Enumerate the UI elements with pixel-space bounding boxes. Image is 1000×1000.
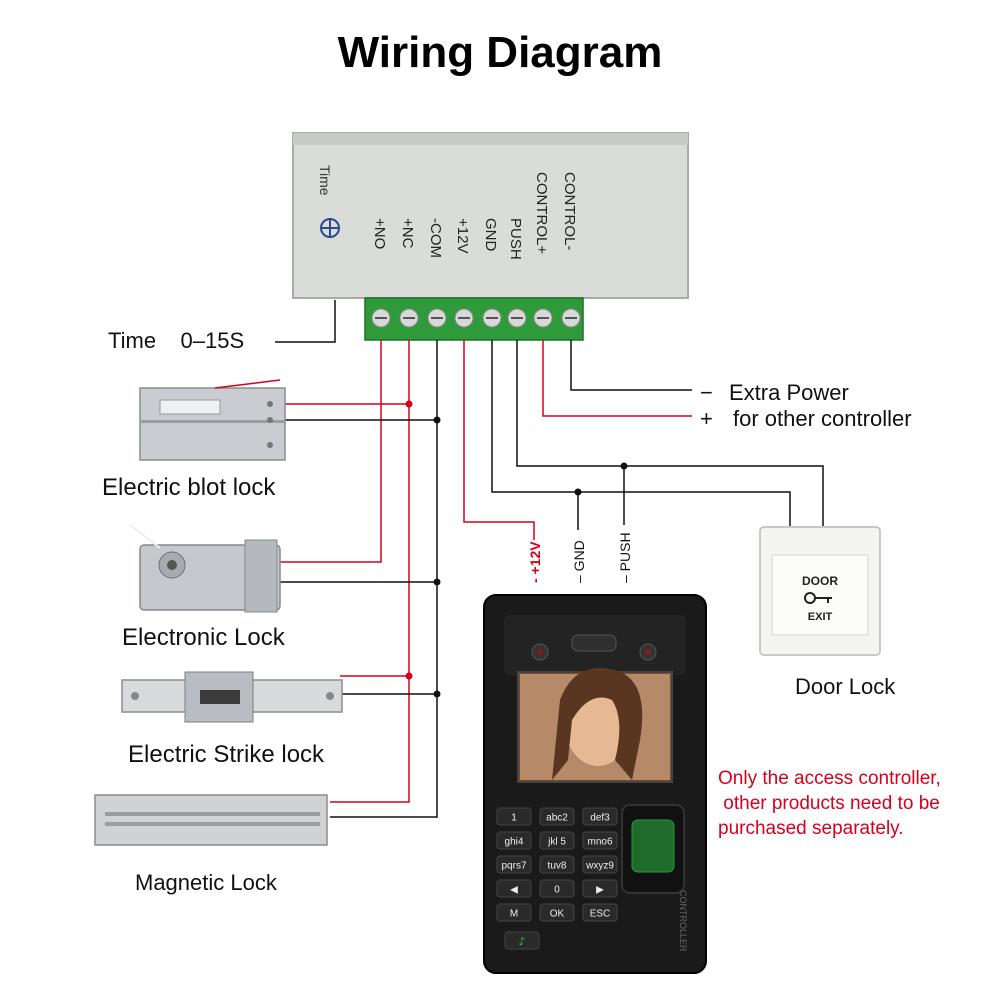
keypad-key[interactable] bbox=[582, 879, 618, 898]
time-knob-label: Time bbox=[317, 165, 333, 196]
keypad-key-label: wxyz9 bbox=[585, 861, 614, 872]
keypad-key-label: mno6 bbox=[587, 837, 612, 848]
terminal-label: GND bbox=[482, 218, 499, 252]
magnetic-lock-label: Magnetic Lock bbox=[135, 870, 277, 895]
keypad-key-label: abc2 bbox=[546, 813, 568, 824]
controller-side-text: CONTROLLER bbox=[678, 890, 688, 952]
terminal-block bbox=[364, 297, 584, 341]
keypad-key-label: pqrs7 bbox=[501, 861, 526, 872]
electric-bolt-lock-image bbox=[139, 379, 286, 461]
electric-strike-lock-image bbox=[121, 671, 343, 723]
exit-button-line2: EXIT bbox=[808, 611, 833, 623]
diagram-title: Wiring Diagram bbox=[337, 28, 663, 77]
keypad-key-label: OK bbox=[550, 909, 565, 920]
keypad-key-label: M bbox=[510, 909, 518, 920]
wires bbox=[280, 340, 824, 818]
terminal-label: +NC bbox=[399, 218, 416, 249]
keypad-key[interactable] bbox=[539, 903, 575, 922]
keypad-key-label: ESC bbox=[590, 909, 611, 920]
keypad-key[interactable] bbox=[582, 807, 618, 826]
wire-label-gnd: – GND bbox=[571, 540, 587, 583]
extra-power-line2: for other controller bbox=[733, 406, 912, 431]
keypad-key-label: def3 bbox=[590, 813, 610, 824]
electronic-lock-label: Electronic Lock bbox=[122, 624, 285, 651]
purchase-note: Only the access controller, other produc… bbox=[718, 768, 941, 839]
keypad-key[interactable] bbox=[496, 879, 532, 898]
doorbell-key[interactable] bbox=[504, 931, 540, 950]
extra-power-plus: + bbox=[700, 406, 713, 431]
terminal-label: +NO bbox=[371, 218, 388, 249]
keypad-key[interactable] bbox=[496, 831, 532, 850]
keypad-key[interactable] bbox=[539, 879, 575, 898]
bell-icon: ♪ bbox=[518, 935, 525, 948]
terminal-label: CONTROL- bbox=[561, 172, 578, 250]
fingerprint-icon bbox=[631, 819, 675, 873]
keypad-key-label: tuv8 bbox=[548, 861, 567, 872]
door-lock-label: Door Lock bbox=[795, 674, 896, 699]
terminal-label: CONTROL+ bbox=[533, 172, 550, 254]
extra-power-minus: − bbox=[700, 380, 713, 405]
keypad-key-label: 0 bbox=[554, 885, 560, 896]
electric-strike-lock-label: Electric Strike lock bbox=[128, 741, 325, 768]
extra-power-line1: Extra Power bbox=[729, 380, 849, 405]
keypad-key[interactable] bbox=[496, 855, 532, 874]
wire-label-12v: - +12V bbox=[527, 541, 543, 583]
keypad-key-label: ghi4 bbox=[505, 837, 524, 848]
terminal-label: PUSH bbox=[507, 218, 524, 260]
magnetic-lock-image bbox=[94, 794, 328, 846]
keypad-key[interactable] bbox=[496, 903, 532, 922]
wire-label-push: – PUSH bbox=[617, 532, 633, 583]
terminal-label: +12V bbox=[454, 218, 471, 253]
keypad-key[interactable] bbox=[496, 807, 532, 826]
keypad-key-label: ▶ bbox=[596, 885, 604, 896]
time-range-label: Time 0–15S bbox=[108, 328, 245, 353]
time-adjust-knob-icon bbox=[320, 218, 340, 238]
electric-bolt-lock-label: Electric blot lock bbox=[102, 474, 276, 501]
electronic-lock-image bbox=[129, 524, 281, 613]
keypad-key[interactable] bbox=[539, 807, 575, 826]
keypad-key-label: jkl 5 bbox=[547, 837, 566, 848]
keypad-key-label: ◀ bbox=[510, 885, 518, 896]
access-controller-device: 1 abc2 def3 ghi4 jkl 5 mno6 pqrs7 tuv8 wxyz9 ◀ 0 ▶ M… bbox=[483, 594, 707, 974]
keypad-key[interactable] bbox=[539, 831, 575, 850]
power-supply-box: Time +NO +NC -COM +12V GND PUSH CONTROL+ CONTRO… bbox=[292, 132, 689, 299]
keypad-key[interactable] bbox=[539, 855, 575, 874]
keypad-key[interactable] bbox=[582, 903, 618, 922]
keypad-key[interactable] bbox=[582, 855, 618, 874]
door-exit-button-image: DOOR EXIT bbox=[759, 526, 881, 656]
terminal-label: -COM bbox=[427, 218, 444, 258]
keypad-key[interactable] bbox=[582, 831, 618, 850]
keypad-key-label: 1 bbox=[511, 813, 517, 824]
exit-button-line1: DOOR bbox=[802, 574, 838, 588]
